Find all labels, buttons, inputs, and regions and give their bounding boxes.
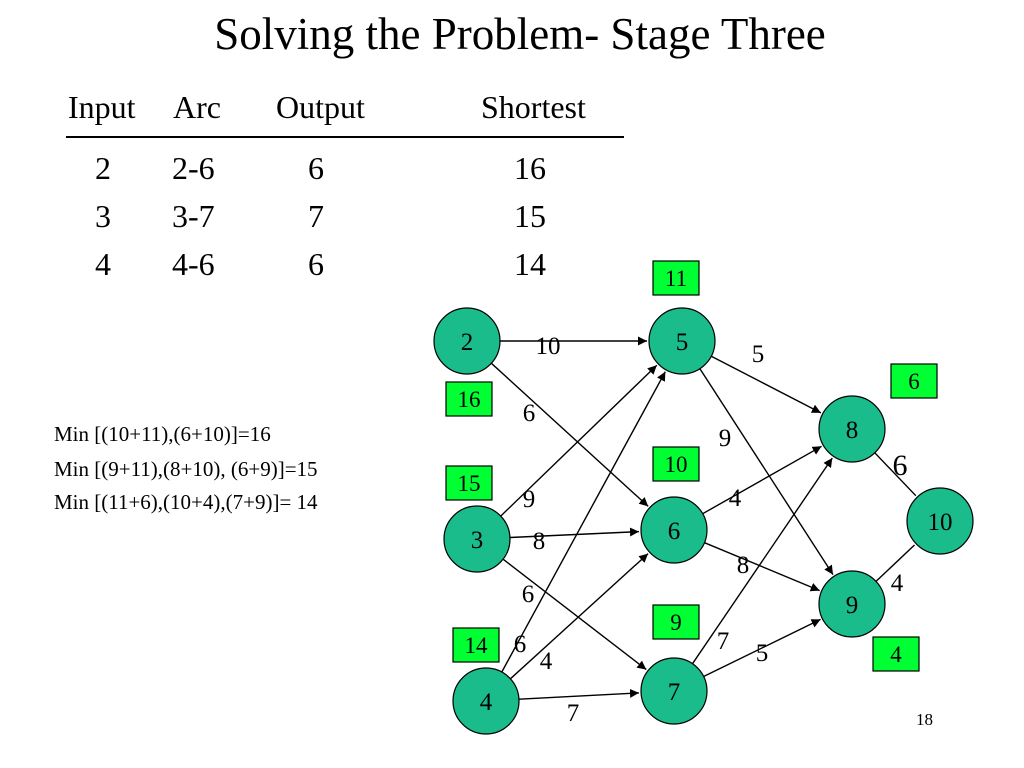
edge-weight-label: 5: [756, 640, 769, 667]
node-label: 8: [846, 417, 859, 444]
page-number: 18: [916, 710, 933, 729]
edge-weight-label: 5: [752, 341, 765, 368]
node-10: [906, 487, 974, 555]
edge-weight-label: 6: [893, 449, 908, 482]
value-box-label: 11: [665, 266, 687, 291]
value-box-9: [872, 636, 920, 672]
edge-3-5: [500, 364, 658, 517]
header-input: Input: [68, 89, 136, 125]
edge-2-6: [490, 362, 649, 507]
min-line-1: Min [(10+11),(6+10)]=16: [54, 422, 271, 446]
table-cell: 3: [95, 198, 111, 234]
node-7: [640, 657, 708, 725]
header-arc: Arc: [173, 89, 221, 125]
node-5: [648, 307, 716, 375]
edge-4-5: [501, 371, 666, 673]
edge-6-8: [702, 445, 822, 515]
node-label: 10: [928, 509, 953, 536]
table-cell: 2-6: [172, 150, 215, 186]
node-label: 9: [846, 592, 859, 619]
edge-7-8: [691, 457, 833, 665]
slide-title: Solving the Problem- Stage Three: [214, 9, 826, 59]
value-box-label: 14: [465, 633, 489, 658]
node-label: 4: [480, 689, 493, 716]
value-box-label: 6: [908, 369, 920, 394]
min-line-3: Min [(11+6),(10+4),(7+9)]= 14: [54, 490, 318, 514]
node-label: 2: [461, 329, 474, 356]
value-box-label: 10: [665, 452, 688, 477]
header-shortest: Shortest: [481, 89, 586, 125]
edge-weight-label: 4: [891, 570, 904, 597]
table-cell: 2: [95, 150, 111, 186]
value-box-label: 4: [890, 642, 902, 667]
node-8: [818, 395, 886, 463]
edge-weight-label: 8: [533, 528, 546, 555]
edge-4-7: [518, 688, 640, 700]
edge-8-10: [874, 452, 917, 497]
edge-weight-label: 6: [514, 631, 527, 658]
value-box-3: [445, 465, 493, 501]
header-output: Output: [276, 89, 365, 125]
table-cell: 4-6: [172, 246, 215, 282]
edge-weight-label: 6: [522, 581, 535, 608]
value-box-label: 15: [458, 471, 481, 496]
value-box-label: 9: [670, 610, 682, 635]
table-cell: 3-7: [172, 198, 215, 234]
value-box-5: [652, 260, 700, 296]
node-2: [433, 307, 501, 375]
edge-5-8: [710, 355, 822, 414]
node-label: 5: [676, 329, 689, 356]
edge-weight-label: 9: [523, 486, 536, 513]
edge-7-9: [703, 618, 821, 678]
table-cell: 15: [514, 198, 546, 234]
value-box-2: [445, 381, 493, 417]
table-cell: 7: [308, 198, 324, 234]
table-cell: 14: [514, 246, 546, 282]
node-9: [818, 570, 886, 638]
value-box-6: [652, 446, 700, 482]
node-3: [443, 505, 511, 573]
node-4: [452, 667, 520, 735]
edge-3-7: [502, 558, 647, 671]
node-label: 7: [668, 679, 681, 706]
edge-weight-label: 4: [540, 648, 553, 675]
table-cell: 4: [95, 246, 111, 282]
edge-weight-label: 8: [737, 552, 750, 579]
edge-4-6: [509, 553, 649, 680]
min-line-2: Min [(9+11),(8+10), (6+9)]=15: [54, 457, 318, 481]
node-label: 3: [471, 527, 484, 554]
edge-3-6: [509, 527, 640, 539]
edge-5-9: [699, 368, 834, 575]
table-rule: [66, 136, 624, 138]
edge-weight-label: 4: [729, 485, 742, 512]
table-cell: 16: [514, 150, 546, 186]
value-box-8: [890, 363, 938, 399]
value-box-label: 16: [458, 387, 481, 412]
edge-6-9: [704, 542, 820, 592]
table-cell: 6: [308, 246, 324, 282]
edge-weight-label: 9: [719, 425, 732, 452]
value-box-7: [652, 604, 700, 640]
table-cell: 6: [308, 150, 324, 186]
edge-weight-label: 10: [536, 333, 561, 360]
edge-weight-label: 7: [717, 628, 730, 655]
value-box-4: [452, 627, 500, 663]
edge-9-10: [875, 544, 915, 582]
node-6: [640, 496, 708, 564]
edge-weight-label: 6: [523, 400, 536, 427]
edge-weight-label: 7: [567, 700, 580, 727]
node-label: 6: [668, 518, 681, 545]
